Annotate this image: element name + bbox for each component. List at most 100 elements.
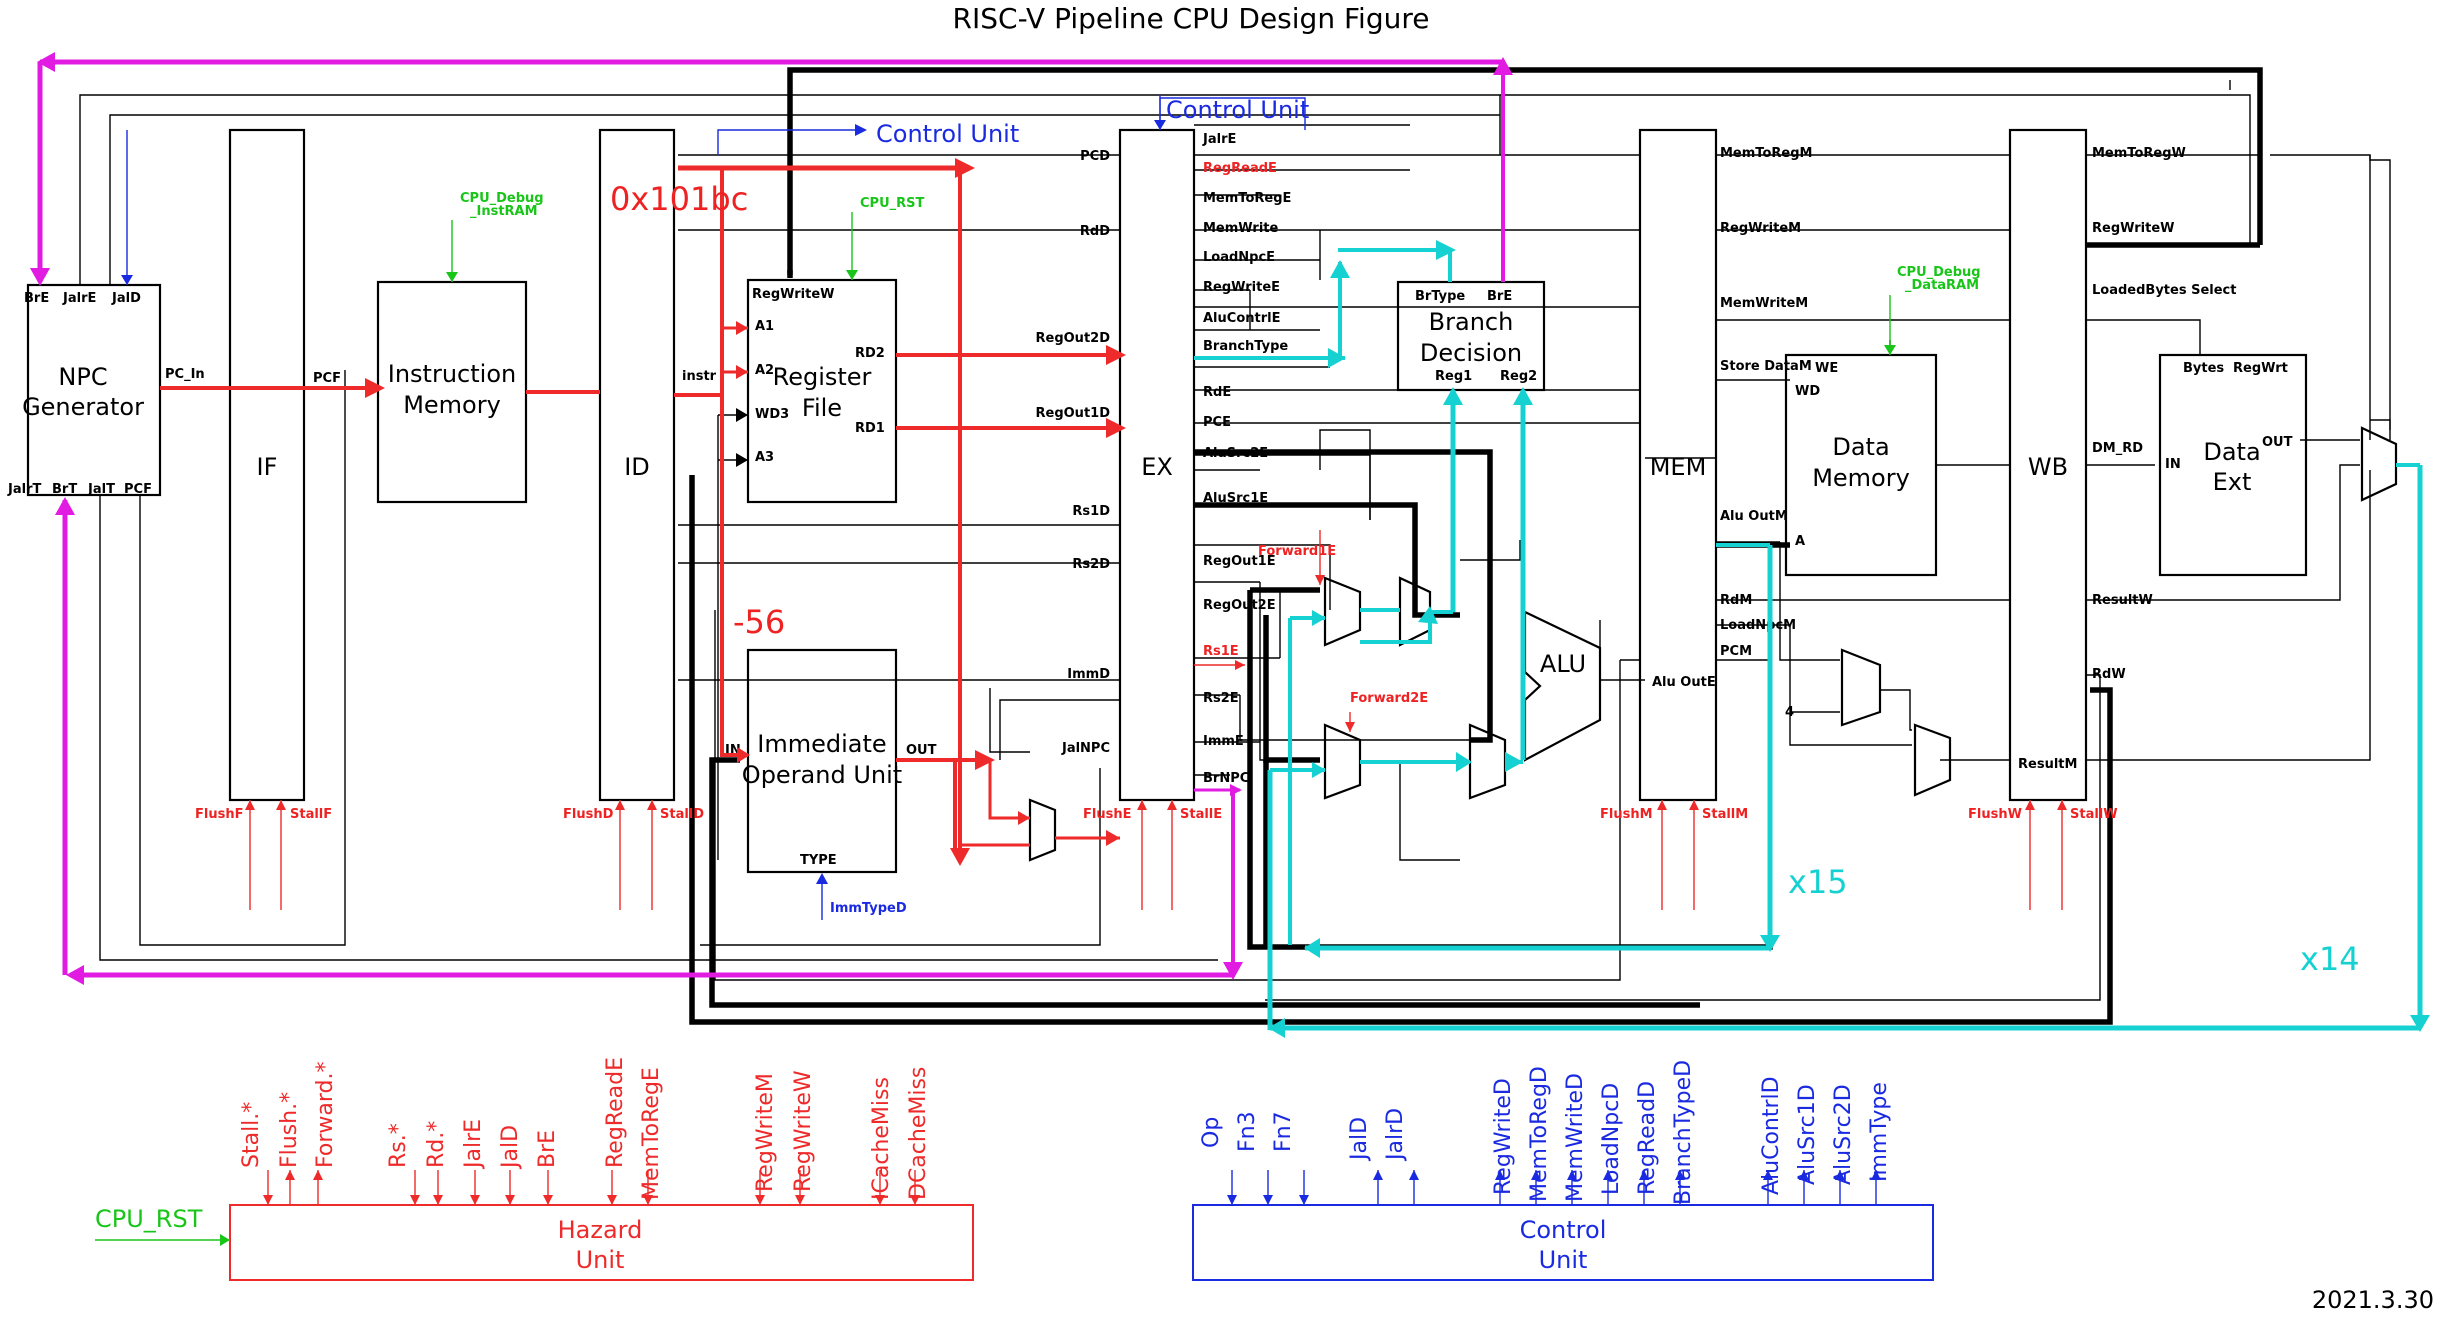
cu-fn3: Fn3 (1235, 1111, 1260, 1152)
figure-date: 2021.3.30 (2312, 1286, 2434, 1314)
control-unit-top-arrows: Control Unit Control Unit (121, 95, 1309, 285)
hz-regwritem: RegWriteM (753, 1073, 778, 1192)
cu-loadnpcd: LoadNpcD (1599, 1083, 1624, 1195)
imem-label-1: Instruction (388, 360, 516, 388)
cu-jald: JalD (1347, 1117, 1372, 1162)
mem-signal-labels: MemToRegM RegWriteM MemWriteM Store Data… (1652, 146, 1812, 720)
sig-alucontrle: AluContrlE (1203, 311, 1280, 326)
flushf: FlushF (195, 807, 243, 822)
ex-label: EX (1141, 453, 1173, 481)
npc-port-jalre: JalrE (62, 291, 96, 306)
hz-icachemiss: ICacheMiss (869, 1077, 894, 1200)
sig-brnpc: BrNPC (1203, 771, 1249, 786)
regfile-port-rd1: RD1 (855, 421, 885, 436)
npc-out-pc-in: PC_In (165, 367, 205, 382)
sig-branchtype: BranchType (1203, 339, 1288, 354)
hz-regreade: RegReadE (603, 1057, 628, 1168)
dmem-port-we: WE (1815, 361, 1838, 376)
sig-resultw: ResultW (2092, 593, 2153, 608)
mem-label: MEM (1650, 453, 1707, 481)
sig-memtoregm: MemToRegM (1720, 146, 1812, 161)
branch-label-2: Decision (1420, 339, 1522, 367)
register-file: Register File RegWriteW A1 A2 WD3 A3 RD2… (682, 196, 924, 860)
npc-label-2: Generator (22, 393, 144, 421)
cu-memtoregd: MemToRegD (1527, 1066, 1552, 1202)
sig-pcd: PCD (1080, 149, 1110, 164)
hz-jalre: JalrE (461, 1119, 486, 1170)
regfile-instr: instr (682, 369, 717, 384)
sig-forward1e: Forward1E (1258, 544, 1336, 559)
alu-label: ALU (1540, 650, 1586, 678)
imm-label-2: Operand Unit (742, 761, 902, 789)
sig-regout2e: RegOut2E (1203, 598, 1276, 613)
sig-imme: ImmE (1203, 734, 1244, 749)
cu-fn7: Fn7 (1271, 1111, 1296, 1152)
npc-port-brt: BrT (52, 482, 77, 497)
sig-loadnpce: LoadNpcE (1203, 250, 1275, 265)
npc-label-1: NPC (58, 363, 107, 391)
pc4-adder (1840, 648, 1882, 727)
hz-jald: JalD (498, 1125, 523, 1170)
sig-forward2e: Forward2E (1350, 691, 1428, 706)
dmem-label-1: Data (1832, 433, 1889, 461)
sig-pce: PCE (1203, 415, 1231, 430)
sig-aluoute: Alu OutE (1652, 675, 1716, 690)
x14-annotation: x14 (2300, 940, 2360, 978)
hz-rs: Rs.* (386, 1123, 411, 1168)
regfile-port-rd2: RD2 (855, 346, 885, 361)
dataext-port-out: OUT (2262, 435, 2293, 450)
cu-regwrited: RegWriteD (1491, 1078, 1516, 1195)
imm-value-annotation: -56 (733, 603, 785, 641)
sig-immd: ImmD (1067, 667, 1110, 682)
sig-memwrite: MemWrite (1203, 221, 1278, 236)
control-unit-label-1: Control Unit (876, 120, 1019, 148)
wb-signal-labels: MemToRegW RegWriteW LoadedBytes Select D… (2018, 146, 2236, 772)
control-label-2: Unit (1539, 1246, 1588, 1274)
imem-label-2: Memory (403, 391, 501, 419)
npc-port-pcf: PCF (124, 482, 152, 497)
dmem-label-2: Memory (1812, 464, 1910, 492)
cyan-forwarding: x15 x14 (1194, 240, 2430, 1038)
sig-storedatam: Store DataM (1720, 359, 1812, 374)
cu-alucontrld: AluContrlD (1759, 1076, 1784, 1195)
regfile-label-1: Register (773, 363, 872, 391)
hz-rd: Rd.* (424, 1121, 449, 1168)
id-stage-register: ID (598, 128, 676, 802)
dmem-port-a: A (1795, 534, 1805, 549)
regfile-port-regwritew: RegWriteW (752, 287, 834, 302)
id-label: ID (624, 453, 650, 481)
magenta-branch (30, 52, 1513, 985)
jal-mux (1028, 798, 1057, 862)
sig-jalre: JalrE (1202, 132, 1236, 147)
x15-annotation: x15 (1788, 863, 1848, 901)
sig-rdw: RdW (2092, 667, 2126, 682)
imm-port-type: TYPE (800, 853, 837, 868)
dmem-debug-1: CPU_Debug (1897, 265, 1981, 280)
wb-stage-register: WB (2008, 128, 2088, 802)
ex-signal-labels: JalrE RegReadE MemToRegE MemWrite LoadNp… (1202, 132, 1428, 786)
hz-regwritew: RegWriteW (791, 1070, 816, 1192)
branch-decision: Branch Decision BrType BrE Reg1 Reg2 (1396, 280, 1546, 392)
hz-forward: Forward.* (313, 1062, 338, 1168)
sig-rdm: RdM (1720, 593, 1752, 608)
branch-port-bre: BrE (1487, 289, 1512, 304)
dmem-debug-2: _DataRAM (1905, 278, 1979, 293)
dmem-port-wd: WD (1795, 384, 1820, 399)
flushw: FlushW (1968, 807, 2022, 822)
src2-mux (1468, 723, 1507, 800)
sig-memtorege: MemToRegE (1203, 191, 1291, 206)
id-ex-signal-labels: PCD RdD RegOut2D RegOut1D Rs1D Rs2D ImmD… (1036, 149, 1111, 756)
forward2-mux (1323, 723, 1362, 800)
wb-result-mux (2360, 426, 2398, 502)
instruction-memory: Instruction Memory PCF CPU_Debug _InstRA… (313, 191, 544, 504)
sig-memtoregw: MemToRegW (2092, 146, 2186, 161)
npc-port-bre: BrE (24, 291, 49, 306)
figure-title: RISC-V Pipeline CPU Design Figure (953, 2, 1430, 35)
npc-port-jalrt: JalrT (7, 482, 41, 497)
control-label-1: Control (1520, 1216, 1607, 1244)
hazard-unit: Hazard Unit CPU_RST Stall.* Flush.* Forw… (95, 1057, 974, 1281)
npc-port-jald: JalD (111, 291, 141, 306)
sig-alusrc2e: AluSrc2E (1203, 446, 1268, 461)
regfile-port-a2: A2 (755, 363, 774, 378)
cu-alusrc1d: AluSrc1D (1795, 1084, 1820, 1185)
